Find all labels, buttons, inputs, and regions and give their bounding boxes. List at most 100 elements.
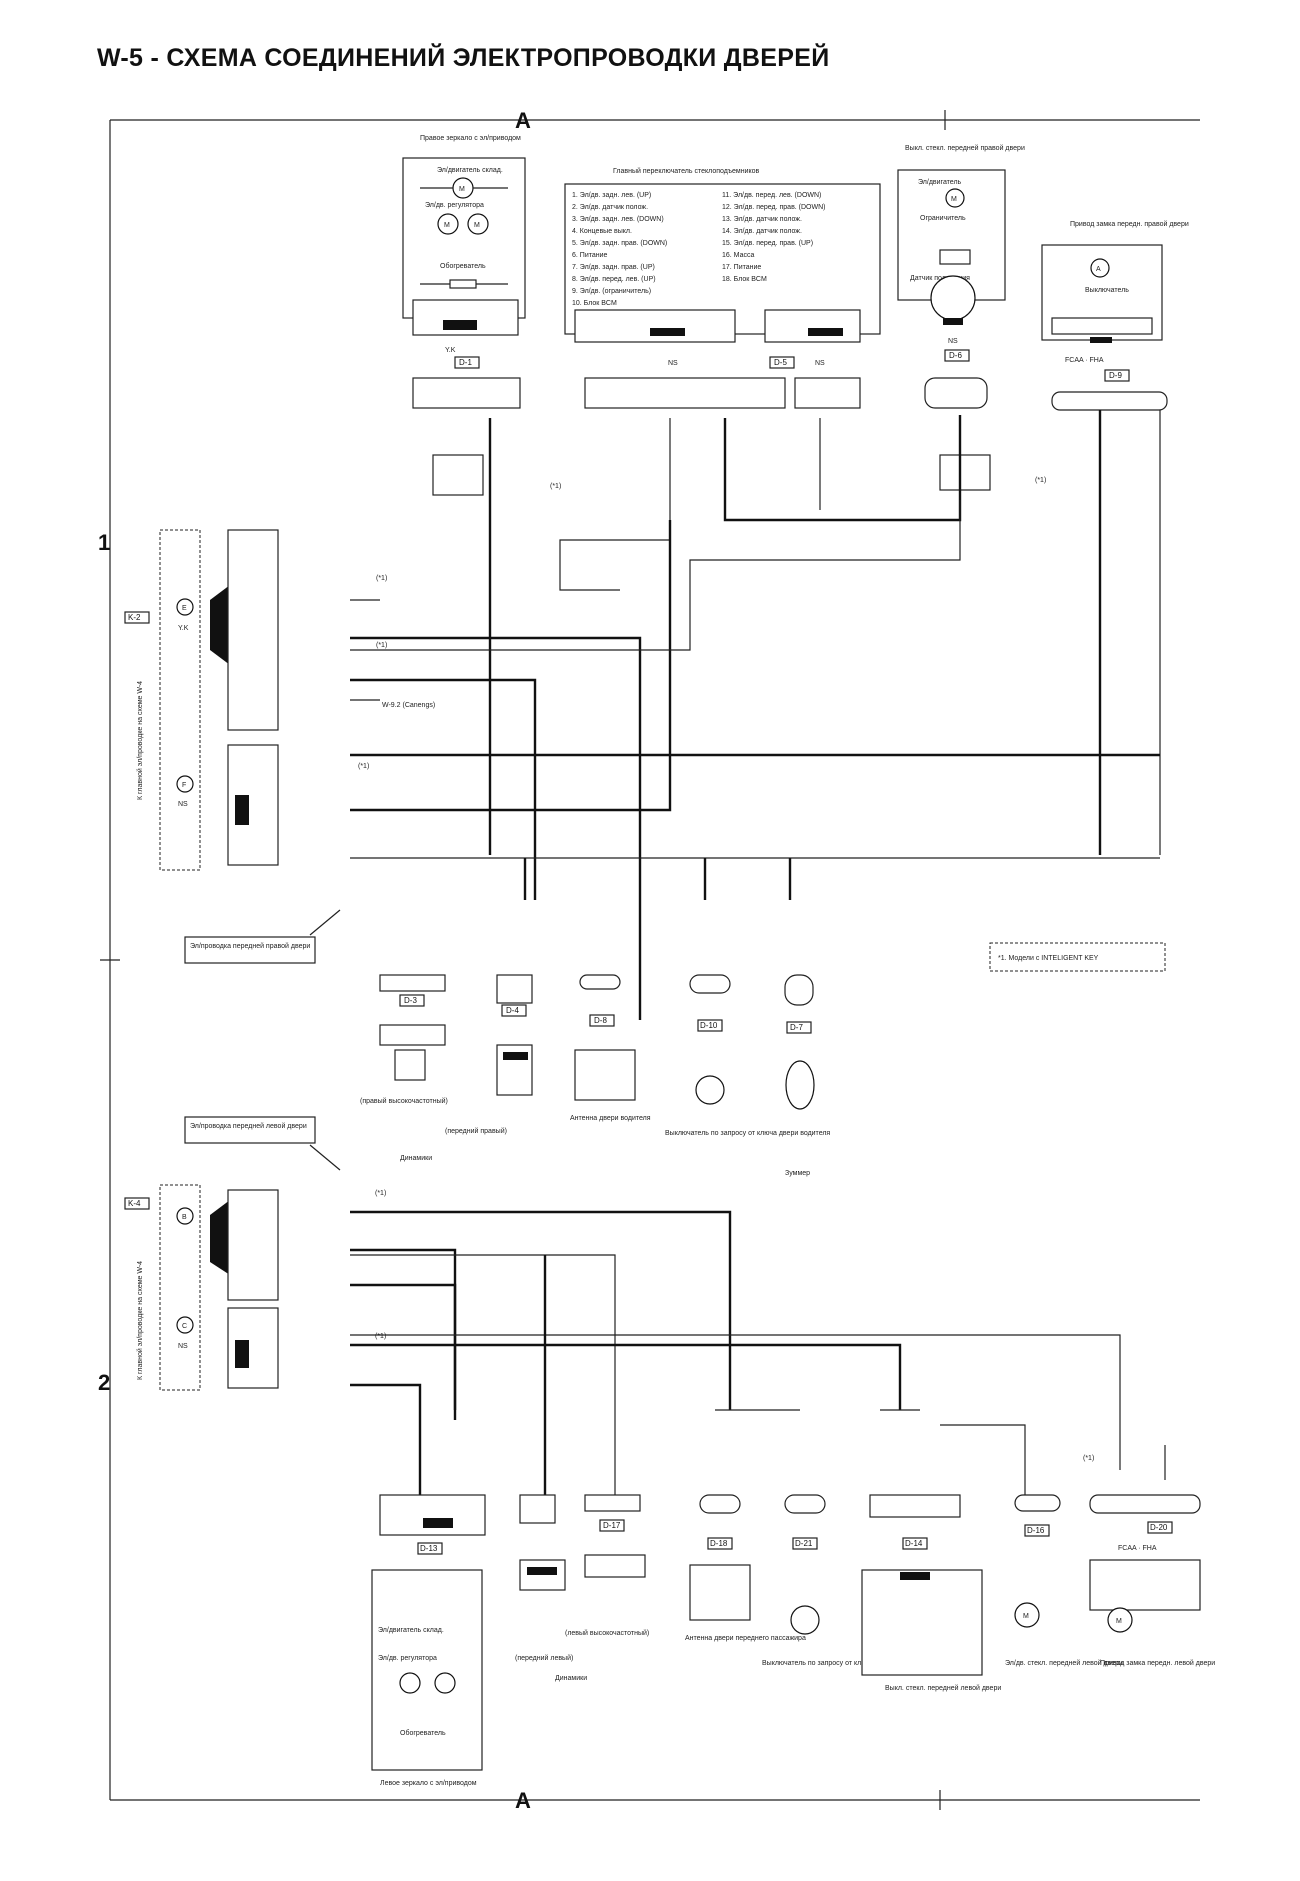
front-right-harness-label: Эл/проводка передней правой двери <box>190 942 310 950</box>
switch-pin-text: 14. Эл/дв. датчик полож. <box>722 228 802 235</box>
regulator-actuator-label: Эл/дв. регулятора <box>425 202 484 209</box>
ref-d13: D-13 <box>420 1544 438 1553</box>
speakers-label-2: Динамики <box>555 1675 587 1682</box>
fcaa-label: FCAA · FHA <box>1065 357 1104 364</box>
ref-d20: D-20 <box>1150 1523 1168 1532</box>
harness-side-label-2: К главной эл/проводке на схеме W-4 <box>136 1261 144 1380</box>
ref-d4: D-4 <box>506 1006 519 1015</box>
ns-label: NS <box>668 360 678 367</box>
right-mirror-component: Правое зеркало с эл/приводом Эл/двигател… <box>402 135 526 336</box>
yk-label: Y.K <box>178 625 189 632</box>
svg-text:M: M <box>1023 1613 1029 1620</box>
ref-d5: D-5 <box>774 358 787 367</box>
fold-actuator-label: Эл/двигатель склад. <box>437 167 503 174</box>
regulator-actuator-label-2: Эл/дв. регулятора <box>378 1655 437 1662</box>
star1-label: (*1) <box>358 763 369 770</box>
switch-pin-text: 11. Эл/дв. перед. лев. (DOWN) <box>722 192 821 199</box>
svg-text:M: M <box>444 222 450 229</box>
front-right-harness-label-group: Эл/проводка передней правой двери <box>184 909 341 964</box>
switch-pin-text: 18. Блок BCM <box>722 276 767 283</box>
main-window-switch-component: Главный переключатель стеклоподъемников … <box>564 167 881 343</box>
ref-d9: D-9 <box>1109 371 1122 380</box>
right-lock-actuator-component: Привод замка передн. правой двери A Выкл… <box>1041 220 1189 343</box>
buzzer-label: Зуммер <box>785 1170 810 1177</box>
frame: A A 1 2 <box>98 108 1200 1813</box>
ref-d16: D-16 <box>1027 1526 1045 1535</box>
ref-d8: D-8 <box>594 1016 607 1025</box>
switch-pin-text: 9. Эл/дв. (ограничитель) <box>572 288 651 295</box>
conn-e-label: E <box>182 605 187 612</box>
section1-harness: К главной эл/проводке на схеме W-4 K-2 E… <box>124 529 279 871</box>
ns-label: NS <box>948 338 958 345</box>
main-switch-col2: 11. Эл/дв. перед. лев. (DOWN) 12. Эл/дв.… <box>722 192 826 283</box>
speaker-right-front-label: (передний правый) <box>445 1127 507 1135</box>
position-sensor-label: Датчик положения <box>910 275 970 282</box>
ref-d6: D-6 <box>949 351 962 360</box>
ns-label: NS <box>815 360 825 367</box>
star1-label: (*1) <box>375 1333 386 1340</box>
switch-pin-text: 15. Эл/дв. перед. прав. (UP) <box>722 240 813 247</box>
yk-label: Y.K <box>445 347 456 354</box>
svg-text:A: A <box>1096 266 1101 273</box>
section2-harness: К главной эл/проводке на схеме W-4 K-4 B… <box>124 1184 279 1391</box>
mirror-left-label: Левое зеркало с эл/приводом <box>380 1780 477 1787</box>
top-connector-refs: D-1 D-5 D-6 D-9 Y.K NS NS NS FCAA · FHA <box>445 338 1130 382</box>
switch-pin-text: 7. Эл/дв. задн. прав. (UP) <box>572 264 655 271</box>
conn-c-label: C <box>182 1323 187 1330</box>
switch-pin-text: 2. Эл/дв. датчик полож. <box>572 204 648 211</box>
heater-label-2: Обогреватель <box>400 1729 446 1737</box>
note-box: *1. Модели с INTELIGENT KEY <box>989 942 1166 972</box>
switch-pin-text: 6. Питание <box>572 252 608 259</box>
section2-wires <box>350 1210 1166 1495</box>
actuator-label: Эл/двигатель <box>918 179 962 186</box>
svg-text:M: M <box>1116 1618 1122 1625</box>
lock-switch-label: Выключатель <box>1085 287 1129 294</box>
ns-label: NS <box>178 1343 188 1350</box>
switch-pin-text: 3. Эл/дв. задн. лев. (DOWN) <box>572 216 664 223</box>
lock-motor-icon <box>1090 258 1110 278</box>
ref-d21: D-21 <box>795 1539 813 1548</box>
star1-label: (*1) <box>376 575 387 582</box>
ref-d18: D-18 <box>710 1539 728 1548</box>
heater-label: Обогреватель <box>440 262 486 270</box>
star1-label: (*1) <box>375 1190 386 1197</box>
speaker-left-tw-label: (левый высокочастотный) <box>565 1629 649 1637</box>
canengs-label: W-9.2 (Canengs) <box>382 702 435 709</box>
ref-d1: D-1 <box>459 358 472 367</box>
window-left-label: Выкл. стекл. передней левой двери <box>885 1684 1001 1692</box>
harness-side-label-1: К главной эл/проводке на схеме W-4 <box>136 681 144 800</box>
regulator-motor-icon-2 <box>467 213 489 235</box>
window-motor-left-label: Эл/дв. стекл. передней левой двери <box>1005 1659 1123 1667</box>
switch-pin-text: 13. Эл/дв. датчик полож. <box>722 216 802 223</box>
misc-labels: (*1) (*1) (*1) (*1) (*1) (*1) (*1) (*1) … <box>358 477 1094 1462</box>
switch-pin-text: 5. Эл/дв. задн. прав. (DOWN) <box>572 240 667 247</box>
ref-d14: D-14 <box>905 1539 923 1548</box>
frame-marker-bottom: A <box>515 1788 531 1813</box>
conn-b-label: B <box>182 1214 187 1221</box>
main-switch-label: Главный переключатель стеклоподъемников <box>613 167 760 175</box>
switch-pin-text: 17. Питание <box>722 264 761 271</box>
section-1-label: 1 <box>98 530 110 555</box>
star1-label: (*1) <box>1035 477 1046 484</box>
svg-text:M: M <box>474 222 480 229</box>
conn-f-label: F <box>182 782 186 789</box>
antenna-driver-label: Антенна двери водителя <box>570 1115 651 1122</box>
switch-pin-text: 8. Эл/дв. перед. лев. (UP) <box>572 276 656 283</box>
top-harness-connectors <box>412 377 1168 496</box>
fold-actuator-label-2: Эл/двигатель склад. <box>378 1627 444 1634</box>
lock-right-label: Привод замка передн. правой двери <box>1070 220 1189 228</box>
star1-label: (*1) <box>550 483 561 490</box>
front-left-harness-label-group: Эл/проводка передней левой двери <box>184 1116 341 1171</box>
window-right-label: Выкл. стекл. передней правой двери <box>905 144 1025 152</box>
speaker-right-tw-label: (правый высокочастотный) <box>360 1097 448 1105</box>
section-2-label: 2 <box>98 1370 110 1395</box>
switch-pin-text: 4. Концевые выкл. <box>572 228 632 235</box>
ref-d7: D-7 <box>790 1023 803 1032</box>
lock-left-label: Привод замка передн. левой двери <box>1100 1659 1215 1667</box>
switch-pin-text: 12. Эл/дв. перед. прав. (DOWN) <box>722 204 826 211</box>
right-mirror-label: Правое зеркало с эл/приводом <box>420 135 521 142</box>
ref-d3: D-3 <box>404 996 417 1005</box>
switch-pin-text: 16. Масса <box>722 252 754 259</box>
note-text: *1. Модели с INTELIGENT KEY <box>998 955 1099 962</box>
front-left-harness-label: Эл/проводка передней левой двери <box>190 1122 307 1130</box>
